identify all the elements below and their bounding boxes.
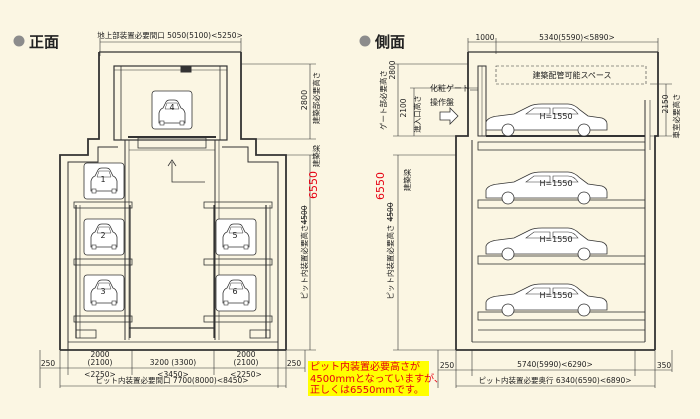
right-width-dim: 2000 (236, 350, 255, 359)
center-width-dim-max: <3450> (157, 370, 189, 379)
control-panel-label: 操作盤 (430, 97, 454, 107)
center-width-dim: 3200 (3300) (150, 358, 196, 367)
height-2100-dim: 2100 (399, 98, 408, 117)
side-left-margin: 250 (440, 361, 455, 370)
side-right-margin: 350 (657, 361, 672, 370)
pallet-number: 1 (100, 175, 105, 184)
pit-height-label: ピット内装置必要高さ (299, 225, 309, 300)
height-2150-dim: 2150 (661, 94, 670, 113)
pit-height-new-value: 6550 (307, 171, 320, 199)
decor-gate-label: 化粧ゲート (430, 83, 470, 93)
front-view (39, 38, 316, 388)
note-line: 4500mmとなっていますが、 (310, 373, 444, 385)
top-opening-label: 地上部装置必要間口 5050(5100)<5250> (97, 30, 243, 40)
car-height-label: H=1550 (539, 291, 572, 300)
side-pit-height-label: ピット内装置必要高さ (385, 225, 395, 300)
note-line: ピット内装置必要高さが (310, 362, 420, 373)
front-section-title: 正面 (29, 33, 59, 51)
right-width-dim-max: <2250> (230, 370, 262, 379)
side-height-2800: 2800 (388, 60, 397, 79)
pallet-number: 6 (232, 287, 237, 296)
piping-space-label: 建築配管可能スペース (532, 70, 611, 80)
left-width-dim: 2000 (90, 350, 109, 359)
building-beam-label: 建築梁 (311, 144, 321, 167)
correction-note: ピット内装置必要高さが 4500mmとなっていますが、 正しくは6550mmです… (308, 361, 444, 396)
side-pit-height-old: 4500 (386, 202, 395, 221)
section-bullet-icon (359, 35, 371, 47)
side-view (393, 38, 673, 388)
car-height-label: H=1550 (539, 112, 572, 121)
side-section-title: 側面 (374, 33, 405, 51)
top-1000-dim: 1000 (475, 33, 494, 42)
car-height-label: H=1550 (539, 179, 572, 188)
right-margin-dim: 250 (287, 359, 302, 368)
right-width-dim-alt: (2100) (234, 358, 259, 367)
pallet-number: 4 (169, 103, 174, 112)
left-width-dim-alt: (2100) (88, 358, 113, 367)
pallet-number: 3 (100, 287, 105, 296)
pallet-number: 2 (100, 231, 105, 240)
ceiling-height-label: 車室必要高さ (671, 94, 681, 139)
front-labels: 地上部装置必要間口 5050(5100)<5250> 建築部必要高さ 2800 … (41, 30, 321, 385)
building-height-label: 建築部必要高さ (311, 72, 321, 125)
gate-height-label: ゲート部必要高さ (378, 70, 388, 130)
side-building-beam-label: 建築梁 (402, 168, 412, 191)
car-height-label: H=1550 (539, 235, 572, 244)
entrance-height-label: 進入口高さ (412, 95, 422, 133)
section-bullet-icon (13, 35, 25, 47)
top-length-dim: 5340(5590)<5890> (539, 33, 615, 42)
left-width-dim-max: <2250> (84, 370, 116, 379)
side-labels: 1000 5340(5590)<5890> 建築配管可能スペース ゲート部必要高… (374, 33, 681, 385)
left-margin-dim: 250 (41, 359, 56, 368)
inner-length-dim: 5740(5990)<6290> (517, 360, 593, 369)
height-2800-label: 2800 (300, 90, 309, 110)
pit-opening-label: ピット内装置必要間口 7700(8000)<8450> (95, 375, 248, 385)
pit-length-label: ピット内装置必要奥行 6340(6590)<6890> (478, 375, 631, 385)
note-line: 正しくは6550mmです。 (310, 385, 424, 396)
pit-height-old-value: 4500 (300, 205, 309, 224)
side-pit-height-new: 6550 (374, 172, 387, 200)
pallet-number: 5 (232, 231, 237, 240)
